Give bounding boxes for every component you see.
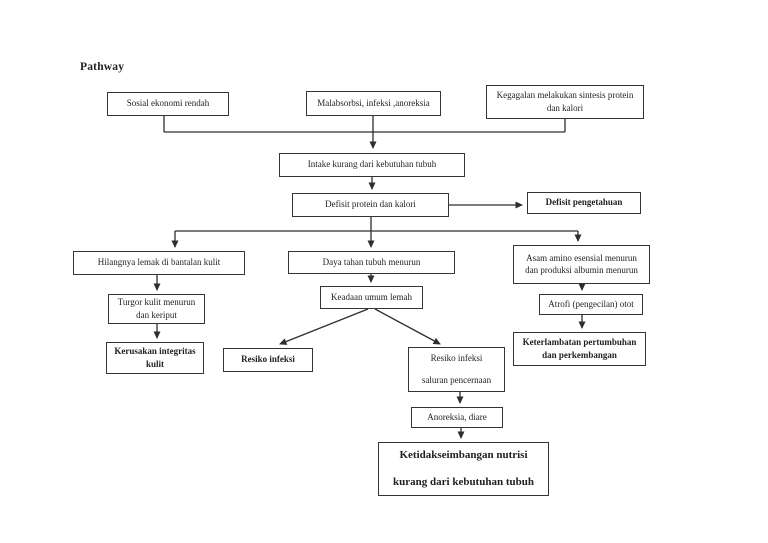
node-label: Sosial ekonomi rendah <box>126 98 210 109</box>
node-label: Keterlambatan pertumbuhan <box>522 337 637 348</box>
page-title: Pathway <box>80 61 125 73</box>
node-label: Keadaan umum lemah <box>331 291 412 302</box>
node-label: Malabsorbsi, infeksi ,anoreksia <box>317 97 430 108</box>
node-daya-tahan-tubuh-menurun: Daya tahan tubuh menurun <box>288 251 455 274</box>
node-label: Kegagalan melakukan sintesis protein <box>496 90 634 101</box>
node-kegagalan-sintesis-protein: Kegagalan melakukan sintesis protein dan… <box>486 85 644 119</box>
node-defisit-pengetahuan: Defisit pengetahuan <box>527 192 641 214</box>
node-label: saluran pencernaan <box>421 375 492 385</box>
node-ketidakseimbangan-nutrisi: Ketidakseimbangan nutrisi kurang dari ke… <box>378 442 549 496</box>
node-sosial-ekonomi-rendah: Sosial ekonomi rendah <box>107 92 229 116</box>
node-malabsorbsi-infeksi-anoreksia: Malabsorbsi, infeksi ,anoreksia <box>306 91 441 116</box>
node-label: Defisit pengetahuan <box>545 197 623 208</box>
node-label: Resiko infeksi <box>241 354 295 365</box>
node-label: Defisit protein dan kalori <box>325 199 416 210</box>
node-anoreksia-diare: Anoreksia, diare <box>411 407 503 428</box>
node-hilangnya-lemak-bantalan-kulit: Hilangnya lemak di bantalan kulit <box>73 251 245 275</box>
node-label: Daya tahan tubuh menurun <box>322 256 421 267</box>
node-resiko-infeksi: Resiko infeksi <box>223 348 313 372</box>
node-label: Intake kurang dari kebutuhan tubuh <box>307 159 437 170</box>
node-label: Ketidakseimbangan nutrisi <box>399 448 528 461</box>
node-defisit-protein-kalori: Defisit protein dan kalori <box>292 193 449 217</box>
node-asam-amino-esensial-menurun: Asam amino esensial menurun dan produksi… <box>513 245 650 284</box>
node-label: Atrofi (pengecilan) otot <box>548 298 634 309</box>
node-keadaan-umum-lemah: Keadaan umum lemah <box>320 286 423 309</box>
node-label: Turgor kulit menurun <box>117 297 196 308</box>
node-label: Resiko infeksi <box>430 352 483 363</box>
node-label: dan keriput <box>136 309 177 320</box>
node-label: Asam amino esensial menurun <box>526 252 637 263</box>
node-label: dan perkembangan <box>542 349 617 360</box>
node-atrofi-otot: Atrofi (pengecilan) otot <box>539 294 643 315</box>
node-turgor-kulit-menurun: Turgor kulit menurun dan keriput <box>108 294 205 324</box>
node-label: dan kalori <box>546 102 584 113</box>
connector-to-resiko-saluran <box>374 308 441 345</box>
node-label: Hilangnya lemak di bantalan kulit <box>97 257 221 268</box>
node-label: Kerusakan integritas <box>114 346 196 357</box>
node-keterlambatan-pertumbuhan: Keterlambatan pertumbuhan dan perkembang… <box>513 332 646 366</box>
node-label: kulit <box>145 358 164 369</box>
node-label: dan produksi albumin menurun <box>525 265 638 275</box>
node-resiko-infeksi-saluran-pencernaan: Resiko infeksi saluran pencernaan <box>408 347 505 392</box>
node-kerusakan-integritas-kulit: Kerusakan integritas kulit <box>106 342 204 374</box>
connector-to-resiko-infeksi <box>279 308 369 345</box>
node-intake-kurang: Intake kurang dari kebutuhan tubuh <box>279 153 465 177</box>
node-label: kurang dari kebutuhan tubuh <box>393 475 534 488</box>
node-label: Anoreksia, diare <box>427 411 487 422</box>
